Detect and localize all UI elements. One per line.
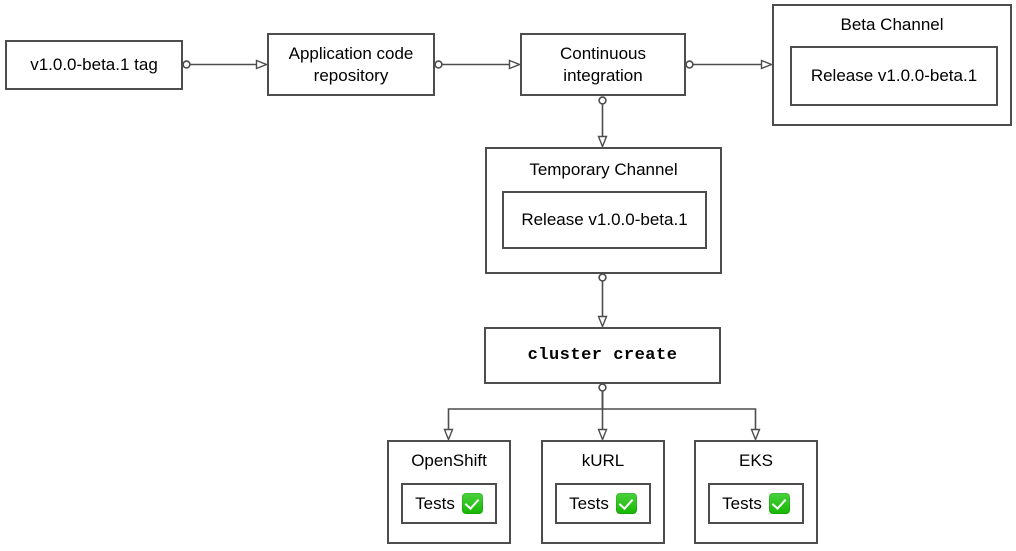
node-cluster-create[interactable]: cluster create (484, 327, 721, 384)
node-kurl[interactable]: kURL Tests (541, 440, 665, 544)
node-temporary-channel[interactable]: Temporary Channel Release v1.0.0-beta.1 (485, 147, 722, 274)
node-openshift-tests[interactable]: Tests (401, 483, 497, 524)
edge-temporary-channel-to-cluster-create (599, 273, 606, 326)
check-mark-icon (768, 493, 790, 514)
node-beta-channel-release[interactable]: Release v1.0.0-beta.1 (790, 46, 998, 106)
edge-tag-to-repo (182, 61, 266, 68)
node-application-code-repository[interactable]: Application code repository (267, 33, 435, 96)
node-cluster-create-label: cluster create (527, 345, 678, 365)
node-eks-tests-label: Tests (722, 493, 762, 513)
check-mark-icon (461, 493, 483, 514)
node-kurl-tests-label: Tests (569, 493, 609, 513)
node-temporary-channel-release-label: Release v1.0.0-beta.1 (521, 210, 688, 229)
node-beta-channel[interactable]: Beta Channel Release v1.0.0-beta.1 (772, 4, 1012, 126)
node-continuous-integration[interactable]: Continuous integration (520, 33, 686, 96)
edge-repo-to-ci (434, 61, 519, 68)
node-eks[interactable]: EKS Tests (694, 440, 818, 544)
check-mark-icon (615, 493, 637, 514)
node-beta-channel-title: Beta Channel (840, 15, 944, 34)
edge-ci-to-temporary-channel (599, 96, 606, 146)
node-eks-tests[interactable]: Tests (708, 483, 804, 524)
node-openshift[interactable]: OpenShift Tests (387, 440, 511, 544)
node-eks-title: EKS (738, 451, 774, 470)
edge-ci-to-beta-channel (685, 61, 771, 68)
node-temporary-channel-release[interactable]: Release v1.0.0-beta.1 (502, 191, 707, 249)
node-kurl-title: kURL (581, 451, 625, 470)
node-temporary-channel-title: Temporary Channel (529, 160, 678, 179)
node-openshift-tests-label: Tests (415, 493, 455, 513)
node-kurl-tests[interactable]: Tests (555, 483, 651, 524)
node-version-tag-label: v1.0.0-beta.1 tag (30, 55, 158, 75)
edge-cluster-create-to-platforms (449, 383, 756, 439)
node-application-code-repository-label: Application code repository (288, 44, 414, 85)
node-openshift-title: OpenShift (411, 451, 487, 470)
node-continuous-integration-label: Continuous integration (559, 44, 646, 85)
node-version-tag[interactable]: v1.0.0-beta.1 tag (5, 40, 183, 90)
node-beta-channel-release-label: Release v1.0.0-beta.1 (810, 66, 978, 85)
